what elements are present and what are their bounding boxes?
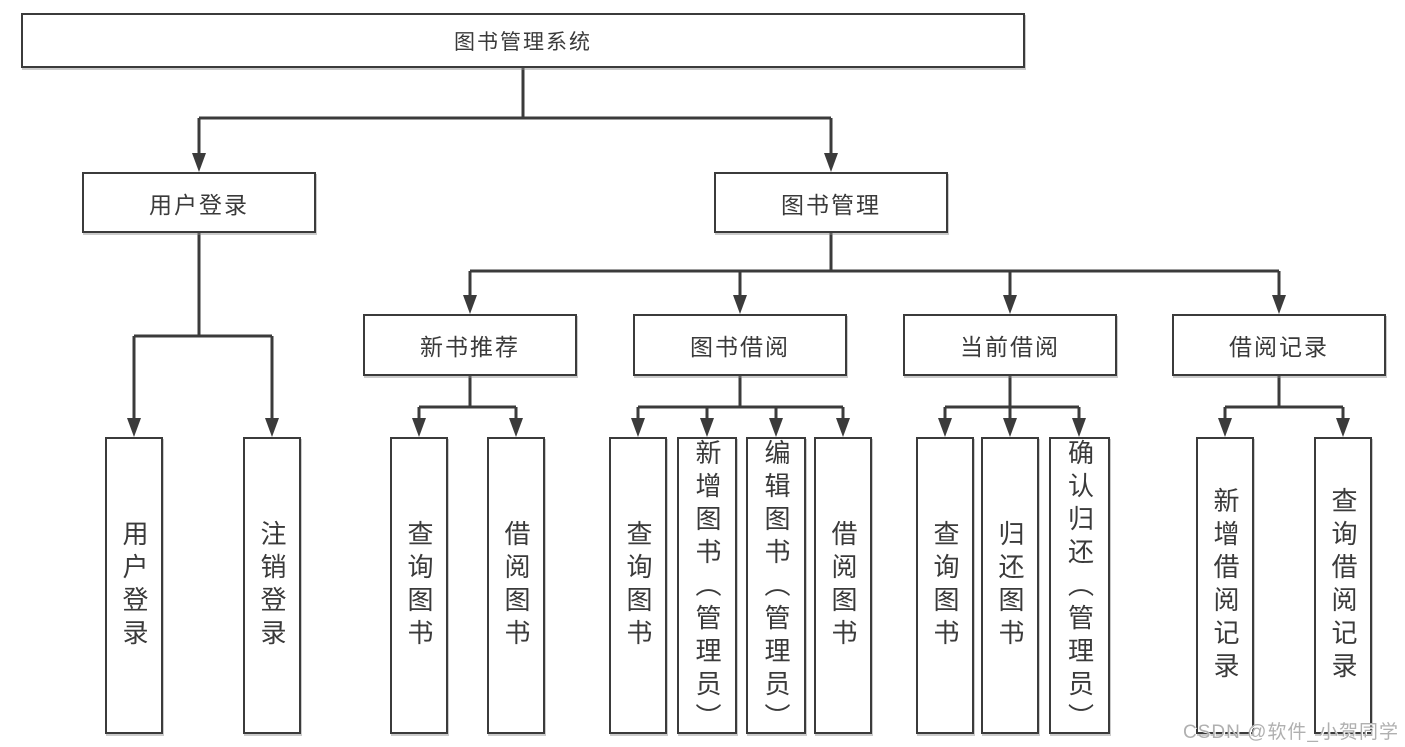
leaf-borrowing-add-books-admin: 新增图书（管理员）	[677, 437, 737, 736]
leaf-newbook-borrow-books: 借阅图书	[487, 437, 545, 734]
connector-root-to-level2	[197, 68, 833, 156]
leaf-records-add-record: 新增借阅记录	[1196, 437, 1254, 734]
leaf-current-confirm-return-admin: 确认归还（管理员）	[1049, 437, 1110, 736]
arrowhead	[412, 418, 426, 437]
node-borrowing-records: 借阅记录	[1172, 314, 1386, 376]
connector-borrowing-to-leaves	[636, 376, 845, 421]
arrowhead	[1218, 418, 1232, 437]
leaf-current-query-books: 查询图书	[916, 437, 974, 734]
arrowhead	[127, 418, 141, 437]
arrowhead	[509, 418, 523, 437]
arrowhead	[1072, 418, 1086, 437]
leaf-current-return-books: 归还图书	[981, 437, 1039, 734]
node-current-borrowing: 当前借阅	[903, 314, 1117, 376]
node-new-book-recommend: 新书推荐	[363, 314, 577, 376]
connector-userlogin-to-leaves	[132, 233, 274, 421]
arrowhead	[631, 418, 645, 437]
leaf-records-query-record: 查询借阅记录	[1314, 437, 1372, 734]
arrowhead	[733, 295, 747, 314]
node-book-borrowing: 图书借阅	[633, 314, 847, 376]
leaf-borrowing-edit-books-admin: 编辑图书（管理员）	[746, 437, 806, 736]
arrowhead	[1003, 295, 1017, 314]
arrowhead	[1336, 418, 1350, 437]
csdn-watermark: CSDN @软件_小贺同学	[1183, 722, 1399, 743]
leaf-user-login: 用户登录	[105, 437, 163, 734]
connector-records-to-leaves	[1223, 376, 1345, 421]
arrowhead	[769, 418, 783, 437]
arrowhead	[265, 418, 279, 437]
arrowhead	[836, 418, 850, 437]
arrowhead	[192, 153, 206, 172]
leaf-borrowing-query-books: 查询图书	[609, 437, 667, 734]
leaf-newbook-query-books: 查询图书	[390, 437, 448, 734]
arrowhead	[1003, 418, 1017, 437]
arrowhead	[1272, 295, 1286, 314]
connector-current-to-leaves	[943, 376, 1081, 421]
arrowhead	[938, 418, 952, 437]
node-root-system: 图书管理系统	[21, 13, 1025, 68]
arrowhead	[463, 295, 477, 314]
connector-newbook-to-leaves	[417, 376, 518, 421]
arrowhead	[700, 418, 714, 437]
leaf-logout: 注销登录	[243, 437, 301, 734]
leaf-borrowing-borrow-books: 借阅图书	[814, 437, 872, 734]
node-book-management: 图书管理	[714, 172, 948, 233]
connector-bookmgmt-to-level3	[468, 233, 1281, 298]
node-user-login-group: 用户登录	[82, 172, 316, 233]
arrowhead	[824, 153, 838, 172]
